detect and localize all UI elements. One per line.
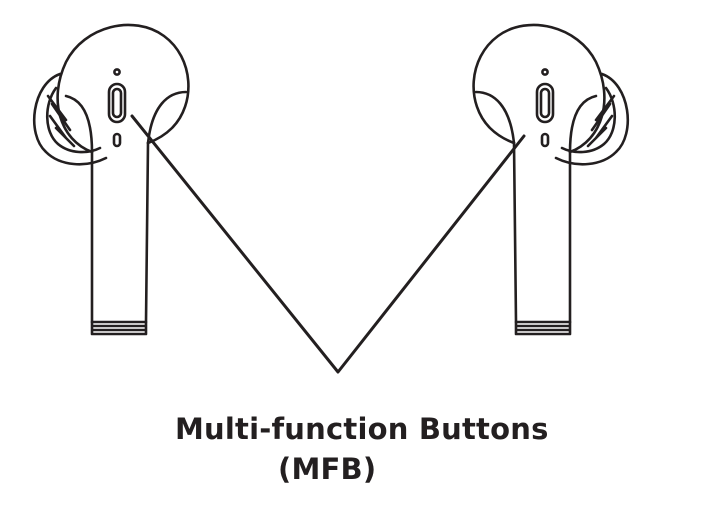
right-ear-tip: [554, 72, 629, 166]
left-earbud-mfb: [107, 82, 127, 124]
right-earbud-head-inner-left: [474, 90, 516, 145]
left-earbud-stem: [90, 141, 150, 324]
right-earbud-mic-hole: [540, 132, 550, 148]
caption-title: Multi-function Buttons: [175, 412, 549, 446]
right-earbud-mfb: [535, 82, 555, 124]
left-earbud-head-inner: [64, 94, 94, 154]
left-earbud-head: [56, 23, 190, 154]
mfb-callout-lines: [130, 114, 526, 374]
left-earbud-stem-cap: [90, 320, 148, 336]
right-earbud-stem: [512, 141, 572, 324]
left-earbud-mfb-inner: [111, 87, 123, 119]
right-earbud-head-inner: [568, 94, 598, 154]
left-earbud-mic-hole: [112, 132, 122, 148]
left-ear-tip: [33, 72, 108, 166]
caption-abbreviation: (MFB): [278, 452, 377, 486]
right-ear-tip-inner: [560, 86, 617, 154]
left-earbud-head-inner-right: [146, 90, 188, 145]
right-earbud-head: [472, 23, 606, 154]
left-earbud-sensor-dot: [113, 68, 121, 76]
left-earbud: [33, 23, 190, 336]
right-earbud: [472, 23, 629, 336]
right-earbud-mfb-inner: [539, 87, 551, 119]
right-earbud-sensor-dot: [541, 68, 549, 76]
left-ear-tip-inner: [45, 86, 102, 154]
right-earbud-stem-cap: [514, 320, 572, 336]
